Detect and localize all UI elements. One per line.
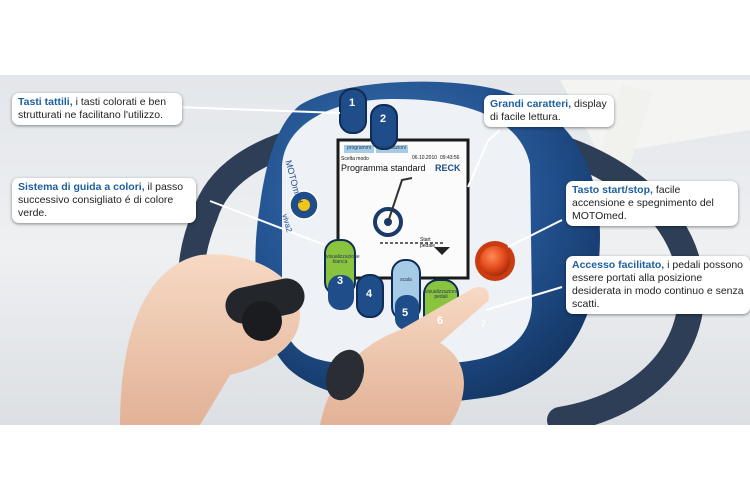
- key-6-number[interactable]: 6: [437, 315, 444, 327]
- screen-time: 09:43:56: [440, 155, 460, 161]
- callout-text: i pedali possono essere portati alla pos…: [572, 259, 744, 310]
- product-photo: MOTOmed viva2 RECK Scelta modo Programma…: [0, 75, 750, 425]
- key-1-number[interactable]: 1: [349, 97, 356, 109]
- screen-breadcrumb: Scelta modo: [341, 156, 369, 162]
- key-1-button: [339, 88, 367, 134]
- callout-title: Accesso facilitato,: [572, 259, 665, 271]
- manufacturer-logo: RECK: [435, 163, 461, 173]
- callout-title: Tasti tattili,: [18, 96, 73, 108]
- callout-color-guide: Sistema di guida a colori, il passo succ…: [12, 178, 196, 223]
- screen-title: Programma standard: [341, 163, 426, 173]
- callout-text: i tasti colorati e ben strutturati ne fa…: [18, 96, 167, 121]
- motomed-control-panel-illustration: [120, 80, 750, 425]
- key-label-settings: impostazioni: [378, 145, 406, 151]
- key-3-number[interactable]: 3: [337, 275, 344, 287]
- key-label-programs: programmi: [347, 145, 371, 151]
- key-label-green-right: visualizzazione pedali: [425, 289, 459, 300]
- screen-start-label: Start pedale: [420, 237, 436, 249]
- callout-text: facile accensione e spegnimento del MOTO…: [572, 184, 714, 222]
- callout-text: il passo successivo consigliato é di col…: [18, 181, 184, 219]
- key-5-number[interactable]: 5: [402, 307, 409, 319]
- key-2-number[interactable]: 2: [380, 113, 387, 125]
- callout-title: Grandi caratteri,: [490, 98, 572, 110]
- callout-tactile-keys: Tasti tattili, i tasti colorati e ben st…: [12, 93, 182, 125]
- key-label-green-left: visualizzazione bianca: [326, 254, 360, 265]
- callout-title: Sistema di guida a colori,: [18, 181, 145, 193]
- key-label-scale: scala: [400, 277, 412, 283]
- callout-easy-access: Accesso facilitato, i pedali possono ess…: [566, 256, 750, 314]
- callout-text: display di facile lettura.: [490, 98, 607, 123]
- key-7-number[interactable]: 7: [481, 319, 487, 329]
- screen-date: 06.10.2010: [412, 155, 438, 161]
- callout-large-characters: Grandi caratteri, display di facile lett…: [484, 95, 614, 127]
- key-4-number[interactable]: 4: [366, 288, 373, 300]
- callout-title: Tasto start/stop,: [572, 184, 653, 196]
- callout-start-stop: Tasto start/stop, facile accensione e sp…: [566, 181, 738, 226]
